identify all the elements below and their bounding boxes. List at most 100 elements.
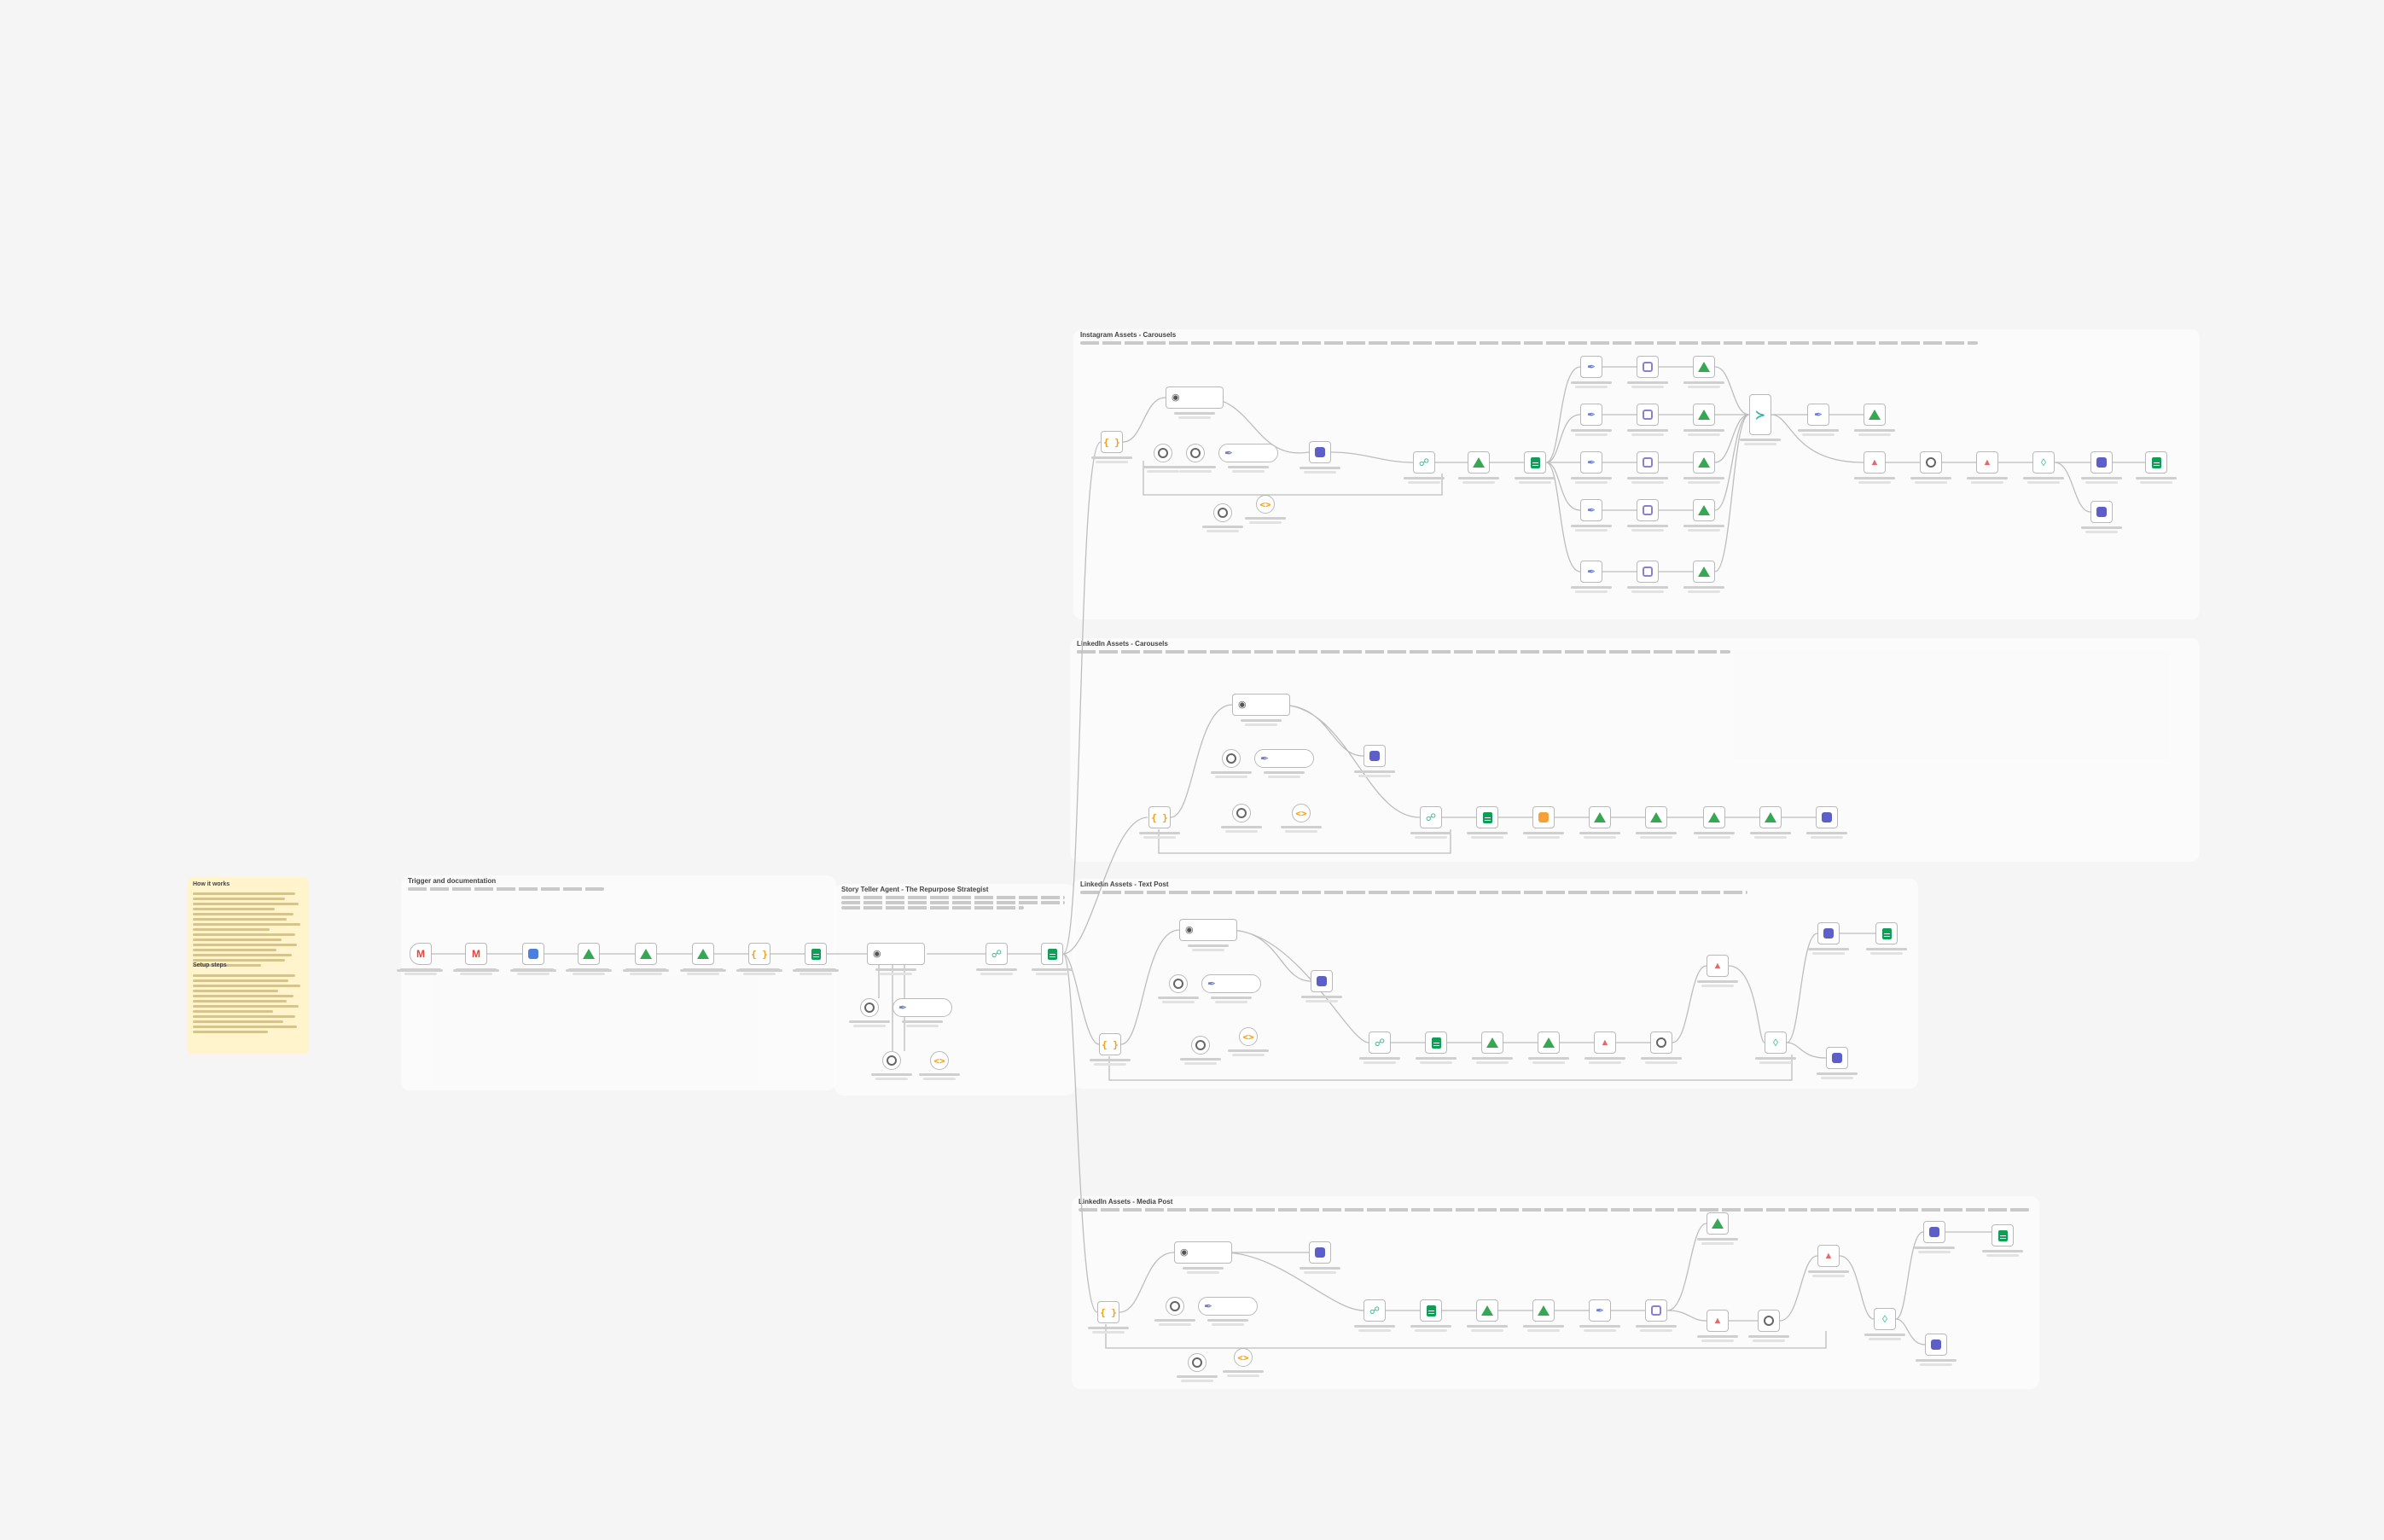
lt-sheets-node-2[interactable]: [1875, 922, 1898, 944]
lm-gen-node[interactable]: [1645, 1299, 1667, 1322]
lm-http-node[interactable]: ☍: [1364, 1299, 1386, 1322]
ig-set-node-1[interactable]: ✒: [1580, 356, 1602, 378]
ig-drive-node-6[interactable]: [1864, 404, 1886, 426]
lc-convert-node[interactable]: [1532, 806, 1555, 828]
file-node[interactable]: [522, 943, 544, 965]
lc-drive-node-1[interactable]: [1589, 806, 1611, 828]
lt-model-node-2[interactable]: [1191, 1036, 1210, 1055]
chat-model-node[interactable]: [860, 998, 879, 1017]
lt-teams-node-3[interactable]: [1826, 1047, 1848, 1069]
ig-agent-node[interactable]: ◉: [1166, 386, 1224, 409]
lm-sheets-node-2[interactable]: [1992, 1224, 2014, 1247]
gmail-trigger-node[interactable]: M: [410, 943, 432, 965]
lc-code-node[interactable]: { }: [1148, 806, 1171, 828]
sheets-node-2[interactable]: [1041, 943, 1063, 965]
lm-set-node[interactable]: ✒: [1589, 1299, 1611, 1322]
lt-if-node[interactable]: ◊: [1765, 1032, 1787, 1054]
lm-code-node[interactable]: { }: [1097, 1301, 1119, 1323]
ig-drive-node[interactable]: [1468, 451, 1490, 474]
ig-gen-node-2[interactable]: [1637, 404, 1659, 426]
ig-if-node[interactable]: ◊: [2032, 451, 2055, 474]
ig-drive-node-2[interactable]: [1693, 404, 1715, 426]
lm-sheets-node[interactable]: [1420, 1299, 1442, 1322]
lc-model-node[interactable]: [1222, 749, 1241, 768]
lm-gen-node-3[interactable]: ▲: [1817, 1245, 1840, 1267]
lt-model-node[interactable]: [1169, 974, 1188, 993]
lm-wait-node[interactable]: [1758, 1310, 1780, 1332]
lm-model-node[interactable]: [1166, 1297, 1184, 1316]
lc-drive-node-4[interactable]: [1759, 806, 1782, 828]
lt-code-node[interactable]: { }: [1099, 1033, 1121, 1055]
lm-teams-node-3[interactable]: [1925, 1334, 1947, 1356]
lc-drive-node-3[interactable]: [1703, 806, 1725, 828]
ig-set-node-5[interactable]: ✒: [1580, 561, 1602, 583]
ig-model-node-2[interactable]: [1213, 503, 1232, 522]
ig-gen-node-5[interactable]: [1637, 561, 1659, 583]
ig-drive-node-4[interactable]: [1693, 499, 1715, 521]
lc-teams-node[interactable]: [1364, 745, 1386, 767]
lm-code-tool-node[interactable]: <>: [1234, 1348, 1253, 1367]
ig-gen-node-6[interactable]: ▲: [1864, 451, 1886, 474]
lt-teams-node-2[interactable]: [1817, 922, 1840, 944]
ig-set-node-4[interactable]: ✒: [1580, 499, 1602, 521]
group-trigger-documentation[interactable]: Trigger and documentation: [401, 875, 836, 1090]
ig-set-node-2[interactable]: ✒: [1580, 404, 1602, 426]
ig-set-node-3[interactable]: ✒: [1580, 451, 1602, 474]
ig-teams-node[interactable]: [1309, 441, 1331, 463]
lm-teams-node[interactable]: [1309, 1241, 1331, 1264]
lt-wait-node[interactable]: [1650, 1032, 1672, 1054]
lt-drive-node-2[interactable]: [1538, 1032, 1560, 1054]
drive-node-3[interactable]: [692, 943, 714, 965]
lt-agent-node[interactable]: ◉: [1179, 919, 1237, 941]
ig-gen-node-4[interactable]: [1637, 499, 1659, 521]
code-node[interactable]: { }: [748, 943, 770, 965]
lt-code-tool-node[interactable]: <>: [1239, 1027, 1258, 1046]
lm-drive-node-2[interactable]: [1532, 1299, 1555, 1322]
ig-sheets-node[interactable]: [1524, 451, 1546, 474]
lm-agent-node[interactable]: ◉: [1174, 1241, 1232, 1264]
lc-sheets-node[interactable]: [1476, 806, 1498, 828]
drive-node-1[interactable]: [578, 943, 600, 965]
ig-code-node[interactable]: { }: [1101, 431, 1123, 453]
lc-parser-node[interactable]: ✒: [1254, 749, 1314, 768]
lc-http-node[interactable]: ☍: [1420, 806, 1442, 828]
lm-gen-node-2[interactable]: ▲: [1707, 1310, 1729, 1332]
drive-node-2[interactable]: [635, 943, 657, 965]
ig-drive-node-5[interactable]: [1693, 561, 1715, 583]
ig-memory-node[interactable]: [1186, 444, 1205, 462]
ig-http-node[interactable]: ☍: [1413, 451, 1435, 474]
group-story-teller-agent[interactable]: Story Teller Agent - The Repurpose Strat…: [834, 884, 1075, 1095]
output-parser-node[interactable]: ✒: [893, 998, 952, 1017]
ig-gen-node-7[interactable]: ▲: [1976, 451, 1998, 474]
ig-gen-node-3[interactable]: [1637, 451, 1659, 474]
lt-sheets-node[interactable]: [1425, 1032, 1447, 1054]
story-teller-agent-node[interactable]: ◉: [867, 943, 925, 965]
ig-drive-node-3[interactable]: [1693, 451, 1715, 474]
ig-code-tool-node[interactable]: <>: [1256, 495, 1275, 514]
lm-drive-node-1[interactable]: [1476, 1299, 1498, 1322]
ig-teams-node-2[interactable]: [2090, 451, 2113, 474]
ig-wait-node[interactable]: [1920, 451, 1942, 474]
memory-node[interactable]: <>: [930, 1051, 949, 1070]
ig-set-node-6[interactable]: ✒: [1807, 404, 1829, 426]
lt-gen-node[interactable]: ▲: [1594, 1032, 1616, 1054]
lc-code-tool-node[interactable]: <>: [1292, 804, 1311, 822]
http-node[interactable]: ☍: [986, 943, 1008, 965]
lt-http-node[interactable]: ☍: [1369, 1032, 1391, 1054]
lc-teams-node-2[interactable]: [1816, 806, 1838, 828]
lt-parser-node[interactable]: ✒: [1201, 974, 1261, 993]
gmail-node[interactable]: M: [465, 943, 487, 965]
lm-teams-node-2[interactable]: [1923, 1221, 1945, 1243]
chat-model-node-2[interactable]: [882, 1051, 901, 1070]
ig-merge-node[interactable]: ≻: [1749, 394, 1771, 435]
lm-drive-node-3[interactable]: [1707, 1212, 1729, 1235]
lc-model-node-2[interactable]: [1232, 804, 1251, 822]
ig-parser-node[interactable]: ✒: [1218, 444, 1278, 462]
ig-sheets-node-2[interactable]: [2145, 451, 2167, 474]
ig-gen-node-1[interactable]: [1637, 356, 1659, 378]
ig-teams-node-3[interactable]: [2090, 501, 2113, 523]
lt-drive-node-1[interactable]: [1481, 1032, 1503, 1054]
lm-if-node[interactable]: ◊: [1874, 1308, 1896, 1330]
ig-model-node[interactable]: [1154, 444, 1172, 462]
sticky-note-how-it-works[interactable]: How it works Setup steps: [188, 877, 309, 1055]
